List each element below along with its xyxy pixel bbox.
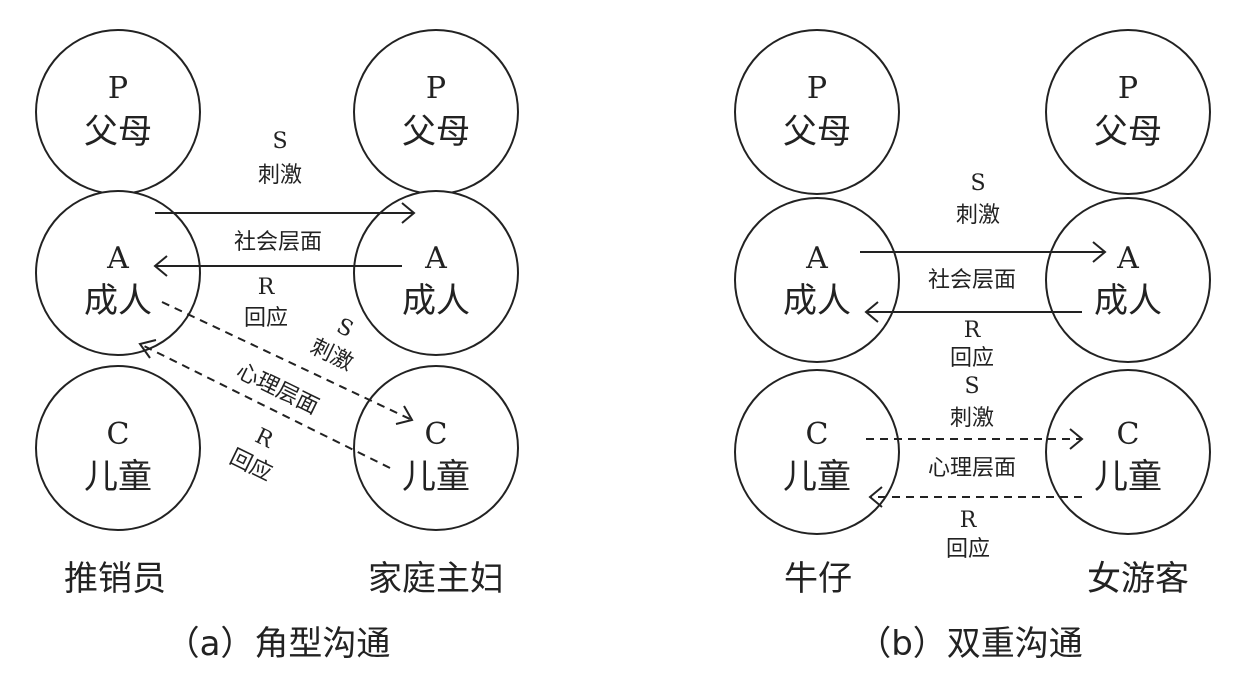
b-left-adult-name: 成人 bbox=[783, 281, 851, 321]
b-right-adult-letter: A bbox=[1116, 241, 1139, 276]
b-left-adult-state: A 成人 bbox=[734, 197, 900, 363]
b-social-layer-label: 社会层面 bbox=[928, 268, 1016, 293]
b-social-response-letter: R bbox=[964, 318, 982, 343]
a-psych-layer-label: 心理层面 bbox=[232, 359, 322, 420]
a-right-adult-letter: A bbox=[424, 241, 447, 276]
a-right-parent-name: 父母 bbox=[402, 112, 470, 152]
diagram-a: P 父母 A 成人 C 儿童 P 父母 A 成人 C 儿童 bbox=[35, 29, 519, 664]
a-role-housewife: 家庭主妇 bbox=[368, 559, 504, 599]
a-psych-response-labels: R 回应 bbox=[226, 424, 279, 487]
b-left-child-letter: C bbox=[806, 417, 829, 452]
a-left-parent-state: P 父母 bbox=[35, 29, 201, 195]
a-right-child-letter: C bbox=[425, 417, 448, 452]
a-social-stimulus-letter: S bbox=[272, 129, 287, 154]
a-social-layer-label: 社会层面 bbox=[234, 230, 322, 255]
b-psych-stimulus-label: 刺激 bbox=[950, 406, 994, 431]
b-right-adult-name: 成人 bbox=[1094, 281, 1162, 321]
b-left-parent-circle bbox=[734, 29, 900, 195]
b-role-female-tourist: 女游客 bbox=[1087, 559, 1189, 599]
a-left-child-state: C 儿童 bbox=[35, 365, 201, 531]
a-psych-stimulus-label: 刺激 bbox=[306, 334, 357, 376]
a-social-response-label: 回应 bbox=[244, 306, 288, 331]
b-right-child-circle bbox=[1045, 369, 1211, 535]
b-psych-stimulus-letter: S bbox=[964, 374, 979, 399]
b-right-adult-state: A 成人 bbox=[1045, 197, 1211, 363]
a-role-salesman: 推销员 bbox=[64, 559, 166, 599]
b-psych-stimulus-arrow bbox=[866, 428, 1084, 450]
b-social-stimulus-letter: S bbox=[970, 171, 985, 196]
b-right-parent-letter: P bbox=[1118, 71, 1138, 106]
b-psych-response-arrow bbox=[868, 486, 1082, 508]
b-right-child-state: C 儿童 bbox=[1045, 369, 1211, 535]
b-left-child-state: C 儿童 bbox=[734, 369, 900, 535]
b-left-parent-name: 父母 bbox=[783, 112, 851, 152]
a-social-response-arrow bbox=[153, 255, 402, 277]
b-right-child-name: 儿童 bbox=[1094, 457, 1162, 497]
b-left-parent-letter: P bbox=[807, 71, 827, 106]
a-left-adult-name: 成人 bbox=[84, 281, 152, 321]
a-psych-stimulus-arrow bbox=[161, 301, 414, 425]
b-right-adult-circle bbox=[1045, 197, 1211, 363]
b-left-child-circle bbox=[734, 369, 900, 535]
b-psych-layer-label: 心理层面 bbox=[928, 456, 1016, 481]
a-social-stimulus-label: 刺激 bbox=[258, 163, 302, 188]
a-left-child-letter: C bbox=[107, 417, 130, 452]
a-right-child-state: C 儿童 bbox=[353, 365, 519, 531]
a-psych-stimulus-labels: S 刺激 bbox=[306, 314, 358, 376]
a-right-child-name: 儿童 bbox=[402, 457, 470, 497]
a-psych-response-letter: R bbox=[251, 424, 278, 454]
a-psych-response-label: 回应 bbox=[226, 445, 277, 487]
a-social-response-letter: R bbox=[258, 275, 276, 300]
b-right-parent-state: P 父母 bbox=[1045, 29, 1211, 195]
a-left-child-name: 儿童 bbox=[84, 457, 152, 497]
a-left-child-circle bbox=[35, 365, 201, 531]
a-right-parent-letter: P bbox=[426, 71, 446, 106]
a-left-parent-name: 父母 bbox=[84, 112, 152, 152]
b-social-response-arrow bbox=[864, 301, 1082, 323]
a-left-adult-state: A 成人 bbox=[35, 190, 201, 356]
a-psych-layer-group: 心理层面 bbox=[232, 359, 322, 420]
b-right-parent-circle bbox=[1045, 29, 1211, 195]
b-social-response-label: 回应 bbox=[950, 346, 994, 371]
a-right-adult-state: A 成人 bbox=[353, 190, 519, 356]
b-social-stimulus-label: 刺激 bbox=[956, 203, 1000, 228]
diagram-b: P 父母 A 成人 C 儿童 P 父母 A 成人 C 儿童 bbox=[734, 29, 1211, 664]
b-left-child-name: 儿童 bbox=[783, 457, 851, 497]
b-caption: （b）双重沟通 bbox=[857, 624, 1083, 664]
b-psych-response-label: 回应 bbox=[946, 537, 990, 562]
b-psych-response-letter: R bbox=[960, 508, 978, 533]
a-left-adult-circle bbox=[35, 190, 201, 356]
a-psych-response-arrow bbox=[138, 339, 391, 469]
a-psych-stimulus-letter: S bbox=[333, 314, 358, 343]
a-right-adult-name: 成人 bbox=[402, 281, 470, 321]
b-left-adult-circle bbox=[734, 197, 900, 363]
b-left-adult-letter: A bbox=[805, 241, 828, 276]
a-left-adult-letter: A bbox=[106, 241, 129, 276]
b-social-stimulus-arrow bbox=[860, 241, 1107, 263]
a-caption: （a）角型沟通 bbox=[166, 624, 391, 664]
b-right-parent-name: 父母 bbox=[1094, 112, 1162, 152]
a-social-stimulus-arrow bbox=[155, 202, 416, 224]
a-left-parent-letter: P bbox=[108, 71, 128, 106]
a-right-parent-state: P 父母 bbox=[353, 29, 519, 195]
a-right-adult-circle bbox=[353, 190, 519, 356]
b-role-cowboy: 牛仔 bbox=[784, 559, 852, 599]
a-right-child-circle bbox=[353, 365, 519, 531]
b-left-parent-state: P 父母 bbox=[734, 29, 900, 195]
b-right-child-letter: C bbox=[1117, 417, 1140, 452]
